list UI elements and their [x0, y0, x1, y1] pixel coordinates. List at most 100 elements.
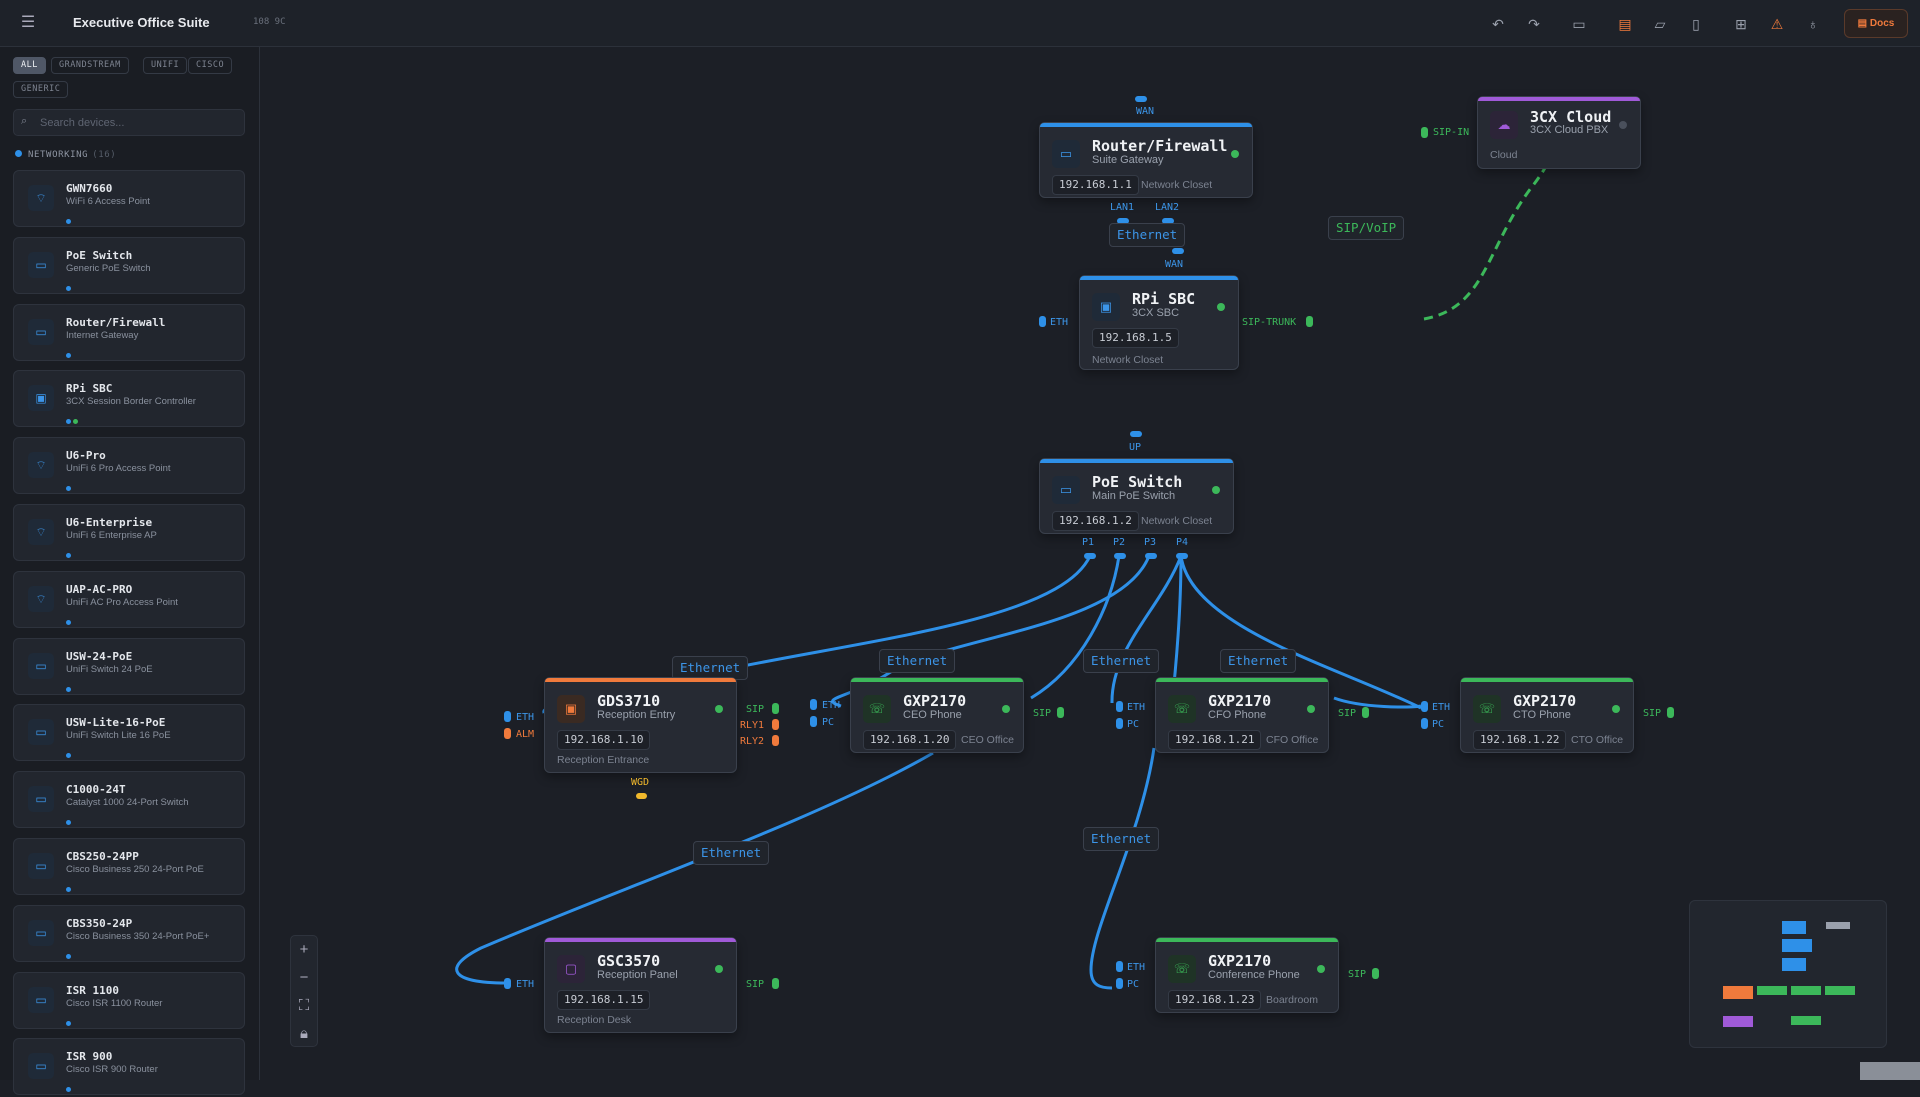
edge-label-ethernet[interactable]: Ethernet	[1083, 827, 1160, 851]
port-pin[interactable]	[1114, 553, 1126, 559]
port-pin[interactable]	[810, 716, 817, 727]
folder-icon[interactable]: ▱	[1654, 16, 1666, 32]
category-count: (16)	[92, 150, 117, 160]
router-node[interactable]: ▭ Router/Firewall Suite Gateway 192.168.…	[1039, 122, 1253, 198]
port-pin[interactable]	[1421, 718, 1428, 729]
gsc-node[interactable]: ▢ GSC3570 Reception Panel 192.168.1.15 R…	[544, 937, 737, 1033]
port-pin[interactable]	[1421, 701, 1428, 712]
port-pin[interactable]	[504, 728, 511, 739]
ceo-phone-node[interactable]: ☏ GXP2170 CEO Phone 192.168.1.20 CEO Off…	[850, 677, 1024, 753]
port-pin[interactable]	[1057, 707, 1064, 718]
status-dot	[1231, 150, 1239, 158]
port-pin[interactable]	[1372, 968, 1379, 979]
port-pin[interactable]	[504, 711, 511, 722]
cloud-node[interactable]: ☁ 3CX Cloud 3CX Cloud PBX Cloud	[1477, 96, 1641, 169]
edge-label-ethernet[interactable]: Ethernet	[879, 649, 956, 673]
port-pin[interactable]	[1116, 961, 1123, 972]
device-description: Generic PoE Switch	[66, 262, 151, 274]
cfo-phone-node[interactable]: ☏ GXP2170 CFO Phone 192.168.1.21 CFO Off…	[1155, 677, 1329, 753]
edge-label-ethernet[interactable]: Ethernet	[1083, 649, 1160, 673]
cto-phone-node[interactable]: ☏ GXP2170 CTO Phone 192.168.1.22 CTO Off…	[1460, 677, 1634, 753]
minimap-viewport[interactable]	[1860, 1062, 1920, 1080]
port-pin[interactable]	[1130, 431, 1142, 437]
fit-view-icon[interactable]: ⛶	[298, 997, 310, 1014]
diagram-canvas[interactable]: ▭ Router/Firewall Suite Gateway 192.168.…	[261, 48, 1920, 1080]
port-pin[interactable]	[772, 735, 779, 746]
port-pin[interactable]	[1362, 707, 1369, 718]
port-pin[interactable]	[504, 978, 511, 989]
port-pin[interactable]	[772, 719, 779, 730]
port-pin[interactable]	[810, 699, 817, 710]
filter-all[interactable]: ALL	[13, 57, 46, 74]
redo-icon[interactable]: ↷	[1528, 16, 1540, 32]
zoom-in-icon[interactable]: +	[299, 941, 309, 958]
port-pin[interactable]	[636, 793, 647, 799]
node-ip: 192.168.1.1	[1052, 175, 1139, 195]
file-icon[interactable]: ▯	[1692, 16, 1700, 32]
lock-icon[interactable]: 🔒︎	[300, 1025, 308, 1042]
port-pin[interactable]	[1162, 218, 1174, 224]
image-icon[interactable]: ▭	[1572, 16, 1586, 32]
menu-icon[interactable]: ☰	[20, 14, 36, 31]
port-pin[interactable]	[1145, 553, 1157, 559]
device-name: GWN7660	[66, 182, 113, 195]
port-eth: ETH	[516, 712, 535, 723]
port-pin[interactable]	[772, 703, 779, 714]
port-pin[interactable]	[1117, 218, 1129, 224]
port-pin[interactable]	[1421, 127, 1428, 138]
filter-cisco[interactable]: CISCO	[188, 57, 233, 74]
chip-icon: ▣	[1092, 293, 1120, 321]
port-pin[interactable]	[1172, 248, 1184, 254]
port-pc: PC	[1127, 719, 1140, 730]
lightbulb-icon[interactable]: ♁	[1807, 16, 1819, 32]
port-pin[interactable]	[1135, 96, 1147, 102]
conference-phone-node[interactable]: ☏ GXP2170 Conference Phone 192.168.1.23 …	[1155, 937, 1339, 1013]
edge-label-ethernet[interactable]: Ethernet	[1109, 223, 1186, 247]
edge-label-ethernet[interactable]: Ethernet	[1220, 649, 1297, 673]
minimap[interactable]	[1689, 900, 1887, 1048]
port-pin[interactable]	[1084, 553, 1096, 559]
filter-generic[interactable]: GENERIC	[13, 81, 69, 98]
port-pin[interactable]	[1039, 316, 1046, 327]
port-pin[interactable]	[1306, 316, 1313, 327]
port-pin[interactable]	[1667, 707, 1674, 718]
filter-unifi[interactable]: UNIFI	[143, 57, 188, 74]
warning-icon[interactable]: ⚠	[1770, 16, 1784, 32]
docs-button[interactable]: ▤ Docs	[1844, 9, 1908, 38]
port-pin[interactable]	[1116, 701, 1123, 712]
gds-node[interactable]: ▣ GDS3710 Reception Entry 192.168.1.10 R…	[544, 677, 737, 773]
edge-label-sip-voip[interactable]: SIP/VoIP	[1328, 216, 1405, 240]
category-header[interactable]: NETWORKING(16)	[15, 150, 116, 160]
port-pin[interactable]	[1116, 978, 1123, 989]
undo-icon[interactable]: ↶	[1492, 16, 1504, 32]
search-input[interactable]	[40, 113, 240, 133]
switch-node[interactable]: ▭ PoE Switch Main PoE Switch 192.168.1.2…	[1039, 458, 1234, 534]
sbc-node[interactable]: ▣ RPi SBC 3CX SBC 192.168.1.5 Network Cl…	[1079, 275, 1239, 370]
node-ip: 192.168.1.21	[1168, 730, 1262, 750]
port-pin[interactable]	[1176, 553, 1188, 559]
port-pin[interactable]	[1116, 718, 1123, 729]
edge-label-ethernet[interactable]: Ethernet	[693, 841, 770, 865]
grid-icon[interactable]: ⊞	[1735, 16, 1747, 32]
filter-grandstream[interactable]: GRANDSTREAM	[51, 57, 129, 74]
edge-cfo-conf	[1089, 747, 1156, 990]
pdf-icon[interactable]: ▤	[1618, 16, 1632, 32]
port-pin[interactable]	[772, 978, 779, 989]
device-description: Cisco Business 250 24-Port PoE	[66, 864, 204, 875]
status-dot	[715, 705, 723, 713]
zoom-out-icon[interactable]: −	[299, 969, 309, 986]
